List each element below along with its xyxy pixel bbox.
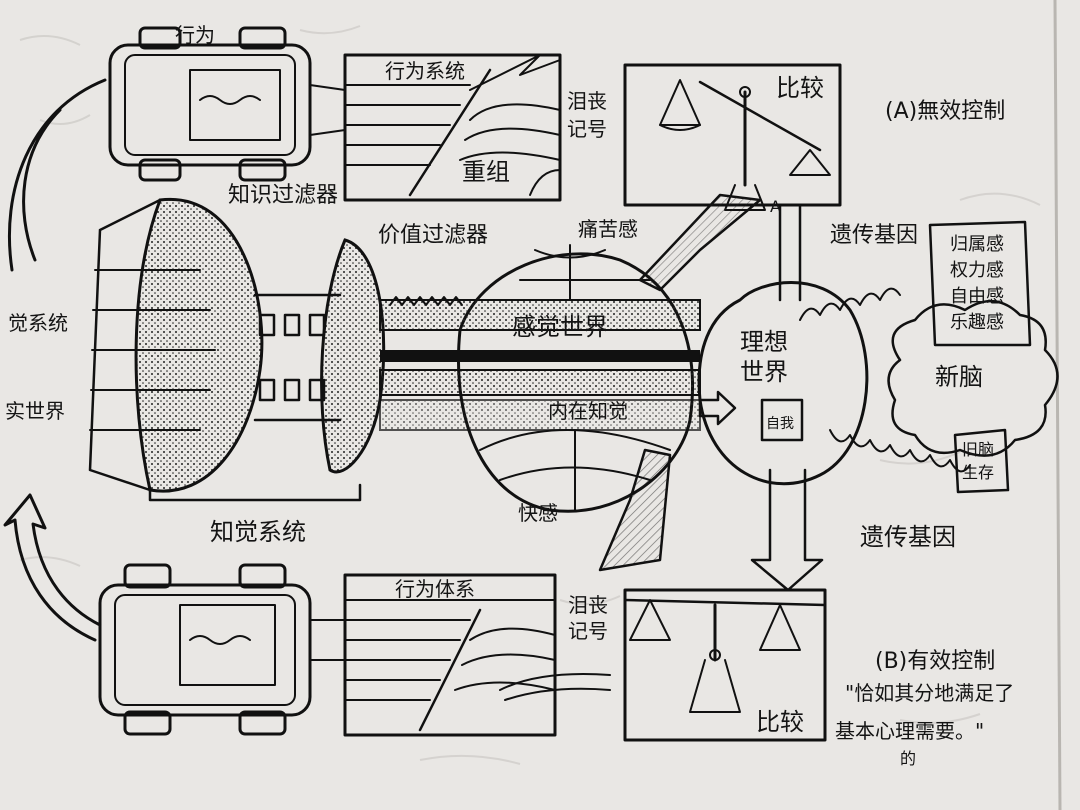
label-perception-system-left: 觉系统 — [8, 311, 68, 335]
label-ideal-world-1: 理想 — [740, 328, 788, 356]
label-inner-knowledge: 内在知觉 — [548, 399, 628, 423]
gene-chain-top — [799, 287, 901, 321]
bottom-car-icon — [98, 563, 346, 736]
label-old-brain-2: 生存 — [962, 463, 994, 482]
value-filter-dish — [320, 238, 386, 474]
ideal-world-sphere — [697, 281, 869, 486]
label-self-box: 自我 — [766, 416, 794, 432]
label-sensory-world: 感觉世界 — [512, 313, 608, 341]
label-quote-2: 基本心理需要。" — [835, 719, 984, 743]
label-knowledge-filter: 知识过滤器 — [228, 183, 338, 208]
label-gene-bottom: 遗传基因 — [860, 523, 956, 551]
old-brain-box — [953, 428, 1010, 494]
label-memory-bottom-1: 泪丧 — [568, 593, 608, 617]
label-top-behavior: 行为 — [175, 23, 215, 47]
label-compare-bottom: 比较 — [756, 708, 804, 736]
label-memory-top-2: 记号 — [567, 117, 607, 141]
label-ideal-world-2: 世界 — [740, 358, 788, 386]
label-reorganize: 重组 — [462, 158, 510, 186]
label-behavior-system-bottom: 行为体系 — [395, 577, 475, 601]
label-a-marker: A — [770, 197, 781, 216]
compare-bottom-box — [623, 588, 827, 742]
label-pleasure: 快感 — [518, 501, 558, 525]
new-brain-cloud — [887, 299, 1059, 457]
label-need-power: 权力感 — [950, 260, 1004, 281]
top-car-icon — [108, 26, 346, 182]
label-real-world-left: 实世界 — [5, 399, 65, 423]
label-need-fun: 乐趣感 — [950, 312, 1004, 333]
label-perception-system-bottom: 知觉系统 — [210, 518, 306, 546]
left-top-curved-arrow — [7, 78, 107, 272]
behavior-system-top-box — [343, 53, 562, 202]
label-memory-top-1: 泪丧 — [567, 89, 607, 113]
label-gene-top: 遗传基因 — [830, 223, 918, 248]
label-pain: 痛苦感 — [578, 217, 638, 241]
label-quote-1: "恰如其分地满足了 — [845, 681, 1014, 705]
behavior-system-bottom-box — [343, 573, 611, 737]
label-title-b: (B)有效控制 — [875, 649, 995, 674]
knowledge-filter-dish — [88, 197, 264, 493]
label-memory-bottom-2: 记号 — [568, 619, 608, 643]
self-box — [760, 398, 804, 442]
perception-bracket — [148, 483, 362, 502]
label-value-filter: 价值过滤器 — [378, 223, 488, 248]
gene-chain-bottom — [829, 429, 971, 473]
label-quote-3: 的 — [900, 749, 916, 768]
filter-tube — [253, 293, 342, 422]
compare-down-arrow — [778, 203, 802, 302]
ideal-down-arrow — [750, 468, 824, 592]
channel-bands — [379, 296, 701, 431]
label-title-a: (A)無效控制 — [885, 99, 1005, 124]
label-need-freedom: 自由感 — [950, 286, 1004, 307]
label-compare-top: 比较 — [776, 74, 824, 102]
left-bottom-curved-arrow — [3, 493, 102, 642]
label-behavior-system-top: 行为系统 — [385, 59, 465, 83]
paper-bleed-through — [19, 25, 1041, 765]
pleasure-funnel — [598, 448, 672, 572]
notebook-edge — [1053, 0, 1062, 810]
label-need-belonging: 归属感 — [950, 234, 1004, 255]
label-old-brain-1: 旧脑 — [962, 440, 994, 459]
label-new-brain: 新脑 — [935, 363, 983, 391]
